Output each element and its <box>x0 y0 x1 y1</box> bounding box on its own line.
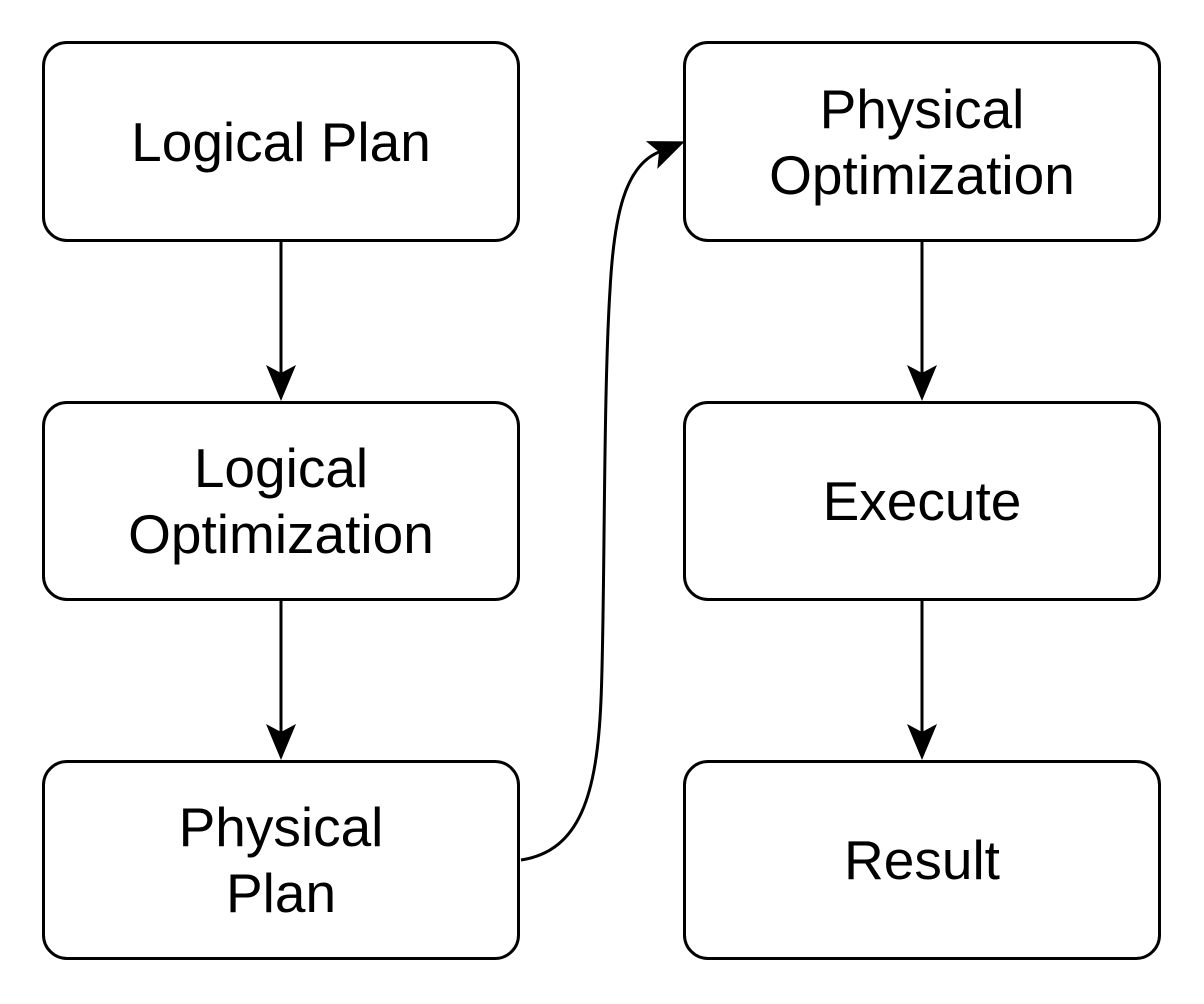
node-execute-label: Execute <box>822 470 1022 532</box>
node-result-label: Result <box>844 829 1000 891</box>
edge-physical-plan-to-physical-optimization <box>520 141 685 862</box>
node-physical-plan: Physical Plan <box>42 760 520 960</box>
node-logical-optimization: Logical Optimization <box>42 401 520 601</box>
node-logical-plan-label: Logical Plan <box>131 110 431 173</box>
node-physical-optimization: Physical Optimization <box>683 41 1161 242</box>
node-logical-optimization-label: Logical Optimization <box>128 437 434 565</box>
node-execute: Execute <box>683 401 1161 601</box>
node-result: Result <box>683 760 1161 960</box>
node-physical-plan-label: Physical Plan <box>178 796 384 924</box>
node-logical-plan: Logical Plan <box>42 41 520 242</box>
node-physical-optimization-label: Physical Optimization <box>769 77 1075 206</box>
